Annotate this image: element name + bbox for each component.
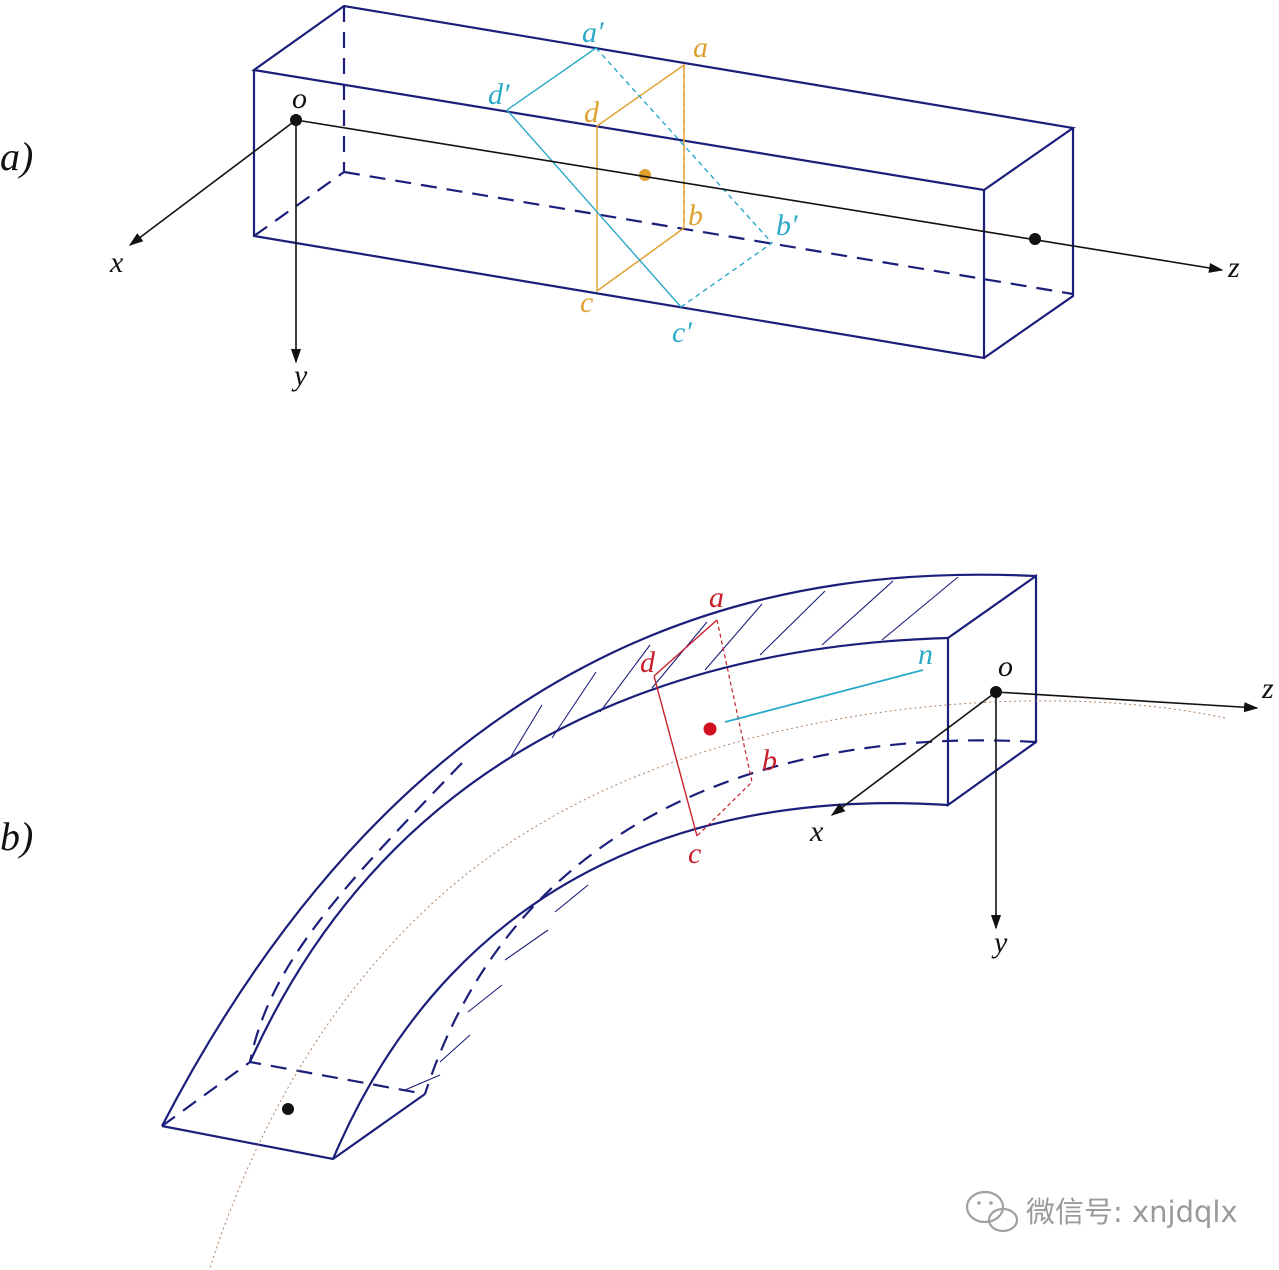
box-hidden-bottom [343, 170, 1074, 296]
label-c-orange: c [580, 286, 593, 319]
box-hidden-start [253, 171, 345, 237]
watermark: 微信号: xnjdqlx [965, 1190, 1238, 1233]
label-c-red: c [688, 837, 701, 870]
beam-outer-top-edge [161, 573, 1037, 1127]
label-b-orange: b [688, 199, 703, 232]
centroid-curve [209, 700, 1226, 1269]
origin-label-b: o [998, 650, 1013, 683]
section-center-dot [639, 169, 651, 181]
labels-a: o x y z a b c d a′ b′ c′ d′ [109, 16, 1240, 392]
curved-beam [161, 573, 1038, 1161]
label-c-prime: c′ [672, 316, 692, 349]
label-n: n [918, 638, 933, 671]
inner-face-hatching [404, 884, 589, 1091]
labels-b: o x y z a b c d n [640, 581, 1274, 959]
beam-start-hidden [161, 1060, 426, 1127]
watermark-text: 微信号: xnjdqlx [1026, 1195, 1238, 1229]
z-axis-label-b: z [1261, 672, 1274, 705]
box-top-face [251, 4, 1076, 192]
end-centroid-dot-a [1029, 233, 1041, 245]
section-abcd-hidden [596, 65, 685, 292]
section-red-hidden [696, 619, 753, 837]
section-red [653, 619, 753, 837]
x-axis-label-b: x [809, 815, 824, 848]
beam-hidden-inner-edge [248, 762, 463, 1063]
y-axis-label-b: y [991, 926, 1008, 959]
section-red-center-dot [703, 722, 717, 736]
beam-inner-bottom-edge [331, 802, 949, 1160]
label-d-orange: d [584, 96, 600, 129]
origin-dot-b [990, 686, 1002, 698]
start-centroid-dot-b [282, 1103, 294, 1115]
beam-start-face [161, 1093, 426, 1161]
panel-b-label: b) [0, 814, 33, 859]
label-a-orange: a [693, 31, 708, 64]
z-axis-label-a: z [1227, 251, 1240, 284]
origin-dot-a [290, 114, 302, 126]
panel-a: a) o x [0, 4, 1240, 392]
beam-hidden-bottom-edge [423, 739, 1037, 1095]
straight-beam-box [251, 4, 1076, 360]
beam-end-face [946, 573, 1038, 808]
section-rotated-visible [506, 47, 682, 308]
section-red-visible [653, 619, 718, 837]
top-face-hatching [509, 576, 959, 759]
beam-inner-top-edge [248, 636, 949, 1063]
panel-b: b) [0, 573, 1274, 1269]
section-rotated-hidden [595, 47, 774, 308]
wechat-icon [965, 1190, 1019, 1233]
label-d-red: d [640, 646, 656, 679]
box-front-face [252, 70, 986, 360]
label-a-red: a [709, 581, 724, 614]
axes-b [282, 686, 1259, 1115]
axes-a [128, 114, 1224, 364]
origin-label-a: o [292, 82, 307, 115]
section-orange [596, 63, 685, 293]
box-end-face [983, 128, 1075, 359]
section-cyan [506, 47, 774, 308]
x-axis-a [128, 119, 297, 246]
label-b-prime: b′ [776, 209, 798, 242]
panel-a-label: a) [0, 134, 33, 179]
z-axis-b [995, 691, 1259, 713]
label-b-red: b [762, 744, 777, 777]
y-axis-label-a: y [291, 359, 308, 392]
normal-vector-n [724, 669, 924, 723]
z-axis-a [295, 119, 1224, 273]
label-a-prime: a′ [582, 16, 604, 49]
x-axis-label-a: x [109, 246, 124, 279]
label-d-prime: d′ [488, 78, 510, 111]
x-axis-b [830, 691, 997, 816]
